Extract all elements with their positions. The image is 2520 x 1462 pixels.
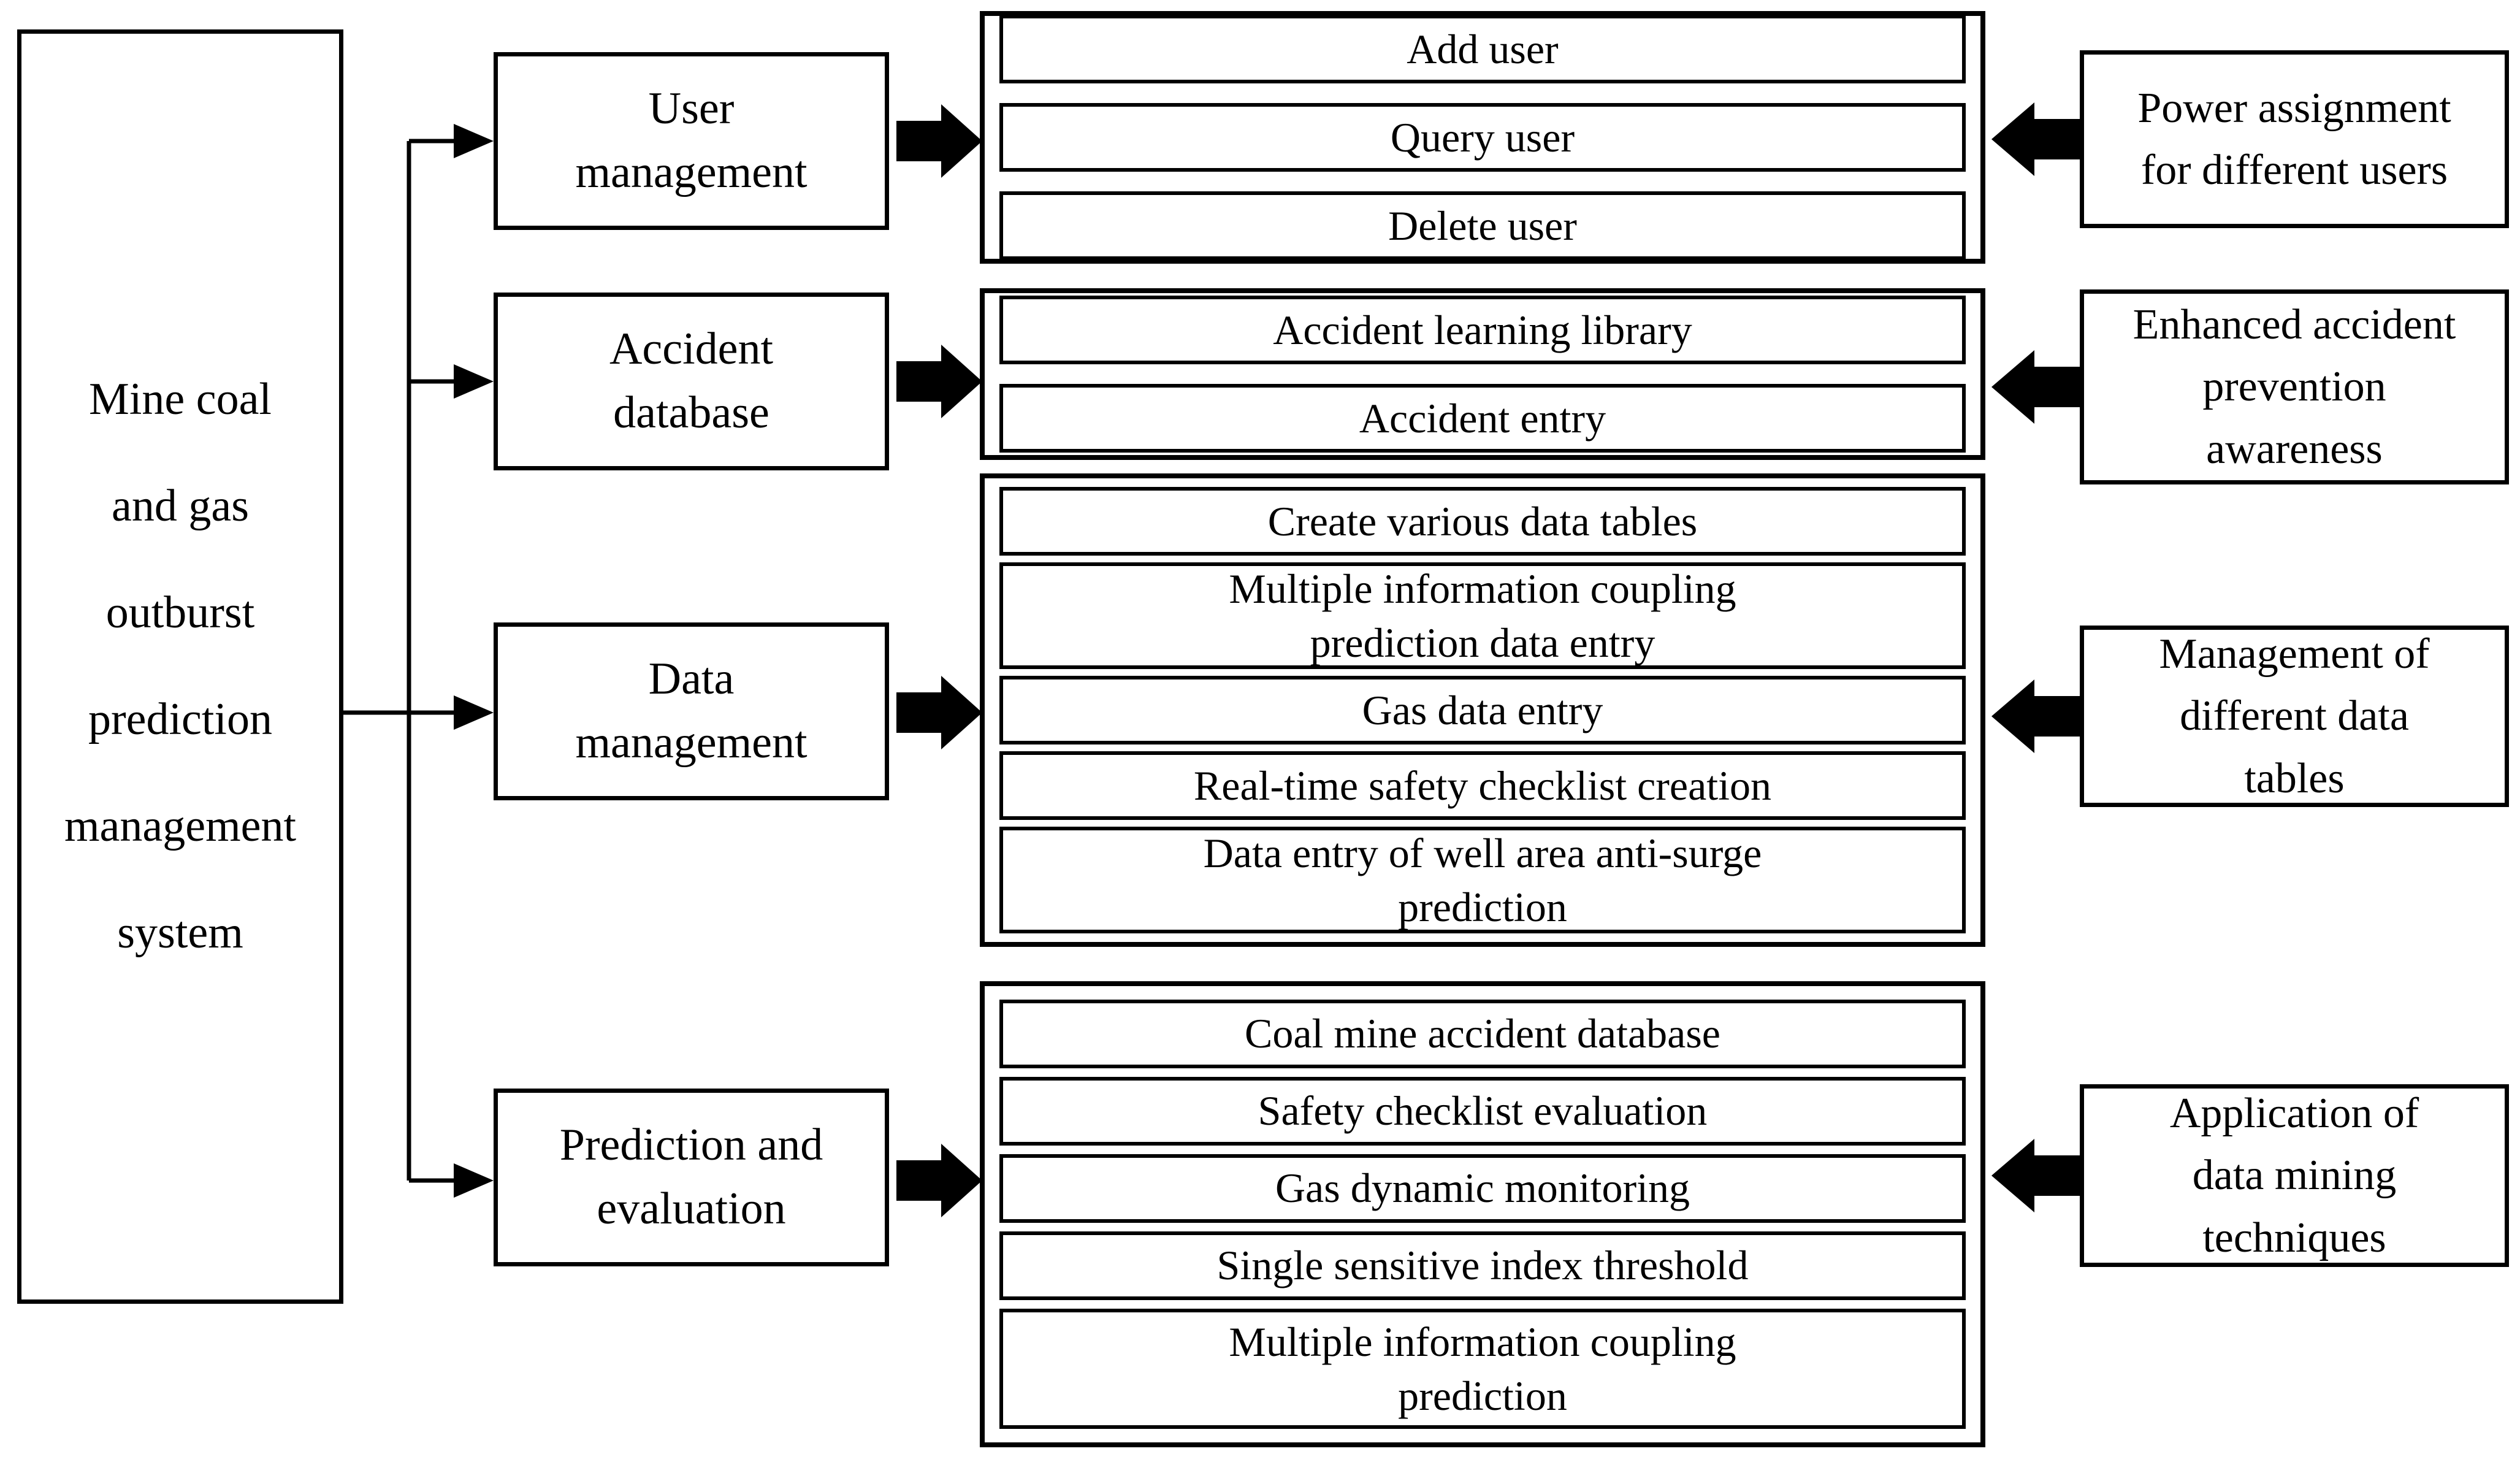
block-arrow-prediction — [896, 1144, 982, 1217]
subitem-well-area-anti-surge: Data entry of well area anti-surge predi… — [999, 827, 1966, 933]
block-arrow-note-accident — [1991, 350, 2080, 424]
note-box-data-mining-techniques: Application of data mining techniques — [2080, 1084, 2509, 1267]
root-system-box: Mine coal and gas outburst prediction ma… — [17, 29, 343, 1304]
category-box-accident-database: Accident database — [494, 293, 889, 470]
subitem-create-data-tables: Create various data tables — [999, 487, 1966, 556]
subitems-container-user-management: Add user Query user Delete user — [980, 11, 1985, 264]
subitem-accident-entry: Accident entry — [999, 384, 1966, 453]
subitems-container-data-management: Create various data tables Multiple info… — [980, 473, 1985, 947]
subitem-query-user: Query user — [999, 103, 1966, 172]
arrowhead-accident — [454, 364, 494, 399]
subitem-multi-info-coupling-entry: Multiple information coupling prediction… — [999, 562, 1966, 669]
arrowhead-prediction — [454, 1163, 494, 1198]
note-box-management-data-tables: Management of different data tables — [2080, 626, 2509, 807]
subitem-multi-info-coupling-prediction: Multiple information coupling prediction — [999, 1308, 1966, 1429]
category-box-user-management: User management — [494, 52, 889, 230]
block-arrow-accident — [896, 345, 982, 418]
subitem-add-user: Add user — [999, 15, 1966, 83]
block-arrow-data — [896, 676, 982, 749]
block-arrow-note-data — [1991, 679, 2080, 753]
subitem-single-sensitive-index-threshold: Single sensitive index threshold — [999, 1231, 1966, 1300]
arrowhead-user — [454, 124, 494, 158]
block-arrow-note-user — [1991, 102, 2080, 176]
block-arrow-note-prediction — [1991, 1139, 2080, 1212]
category-box-prediction-evaluation: Prediction and evaluation — [494, 1089, 889, 1266]
subitems-container-accident-database: Accident learning library Accident entry — [980, 288, 1985, 460]
subitem-gas-data-entry: Gas data entry — [999, 676, 1966, 744]
note-box-accident-prevention-awareness: Enhanced accident prevention awareness — [2080, 289, 2509, 484]
arrowhead-data — [454, 695, 494, 730]
subitem-realtime-safety-checklist: Real-time safety checklist creation — [999, 751, 1966, 820]
subitems-container-prediction-evaluation: Coal mine accident database Safety check… — [980, 981, 1985, 1447]
category-box-data-management: Data management — [494, 622, 889, 800]
subitem-gas-dynamic-monitoring: Gas dynamic monitoring — [999, 1154, 1966, 1223]
subitem-delete-user: Delete user — [999, 191, 1966, 260]
block-arrow-user — [896, 104, 982, 178]
subitem-safety-checklist-evaluation: Safety checklist evaluation — [999, 1076, 1966, 1146]
note-box-power-assignment: Power assignment for different users — [2080, 50, 2509, 228]
subitem-accident-learning-library: Accident learning library — [999, 296, 1966, 364]
subitem-coal-mine-accident-database: Coal mine accident database — [999, 999, 1966, 1068]
